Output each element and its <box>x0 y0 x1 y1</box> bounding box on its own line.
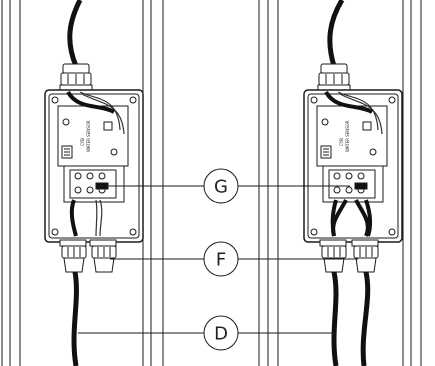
bottom-glands-right <box>319 239 379 273</box>
pcb-board-left <box>57 105 129 167</box>
callout-f: F <box>203 241 239 277</box>
callout-leaders <box>78 185 358 334</box>
pcb-board-right <box>316 105 388 167</box>
terminal-block-right <box>322 165 384 203</box>
callout-f-label: F <box>216 250 226 271</box>
mounting-rails <box>1 0 422 366</box>
callout-g: G <box>203 168 239 204</box>
bottom-cable-left <box>71 271 79 366</box>
top-gland-left <box>59 63 93 92</box>
junction-box-left: CYB WATER SENSOR <box>44 0 144 366</box>
callout-d-label: D <box>214 324 228 345</box>
top-gland-right <box>317 63 351 92</box>
corner-screws-right <box>310 96 396 236</box>
bottom-glands-left <box>59 239 117 273</box>
corner-screws-left <box>51 96 137 236</box>
callout-g-label: G <box>214 177 228 198</box>
top-cable-left <box>67 0 83 67</box>
callout-d: D <box>203 315 239 351</box>
bottom-cable-right-b <box>360 271 371 366</box>
top-cable-right <box>327 0 345 67</box>
bottom-cable-right-a <box>331 271 339 366</box>
pcb-label-line-1: CYB <box>80 138 85 146</box>
junction-box-right: CYB WATER SENSOR <box>303 0 403 366</box>
pcb-label-line-1-right: CYB <box>339 138 344 146</box>
terminal-block-left <box>63 165 125 203</box>
pcb-label-line-2: WATER SENSOR <box>86 120 91 152</box>
pcb-label-line-2-right: WATER SENSOR <box>345 120 350 152</box>
